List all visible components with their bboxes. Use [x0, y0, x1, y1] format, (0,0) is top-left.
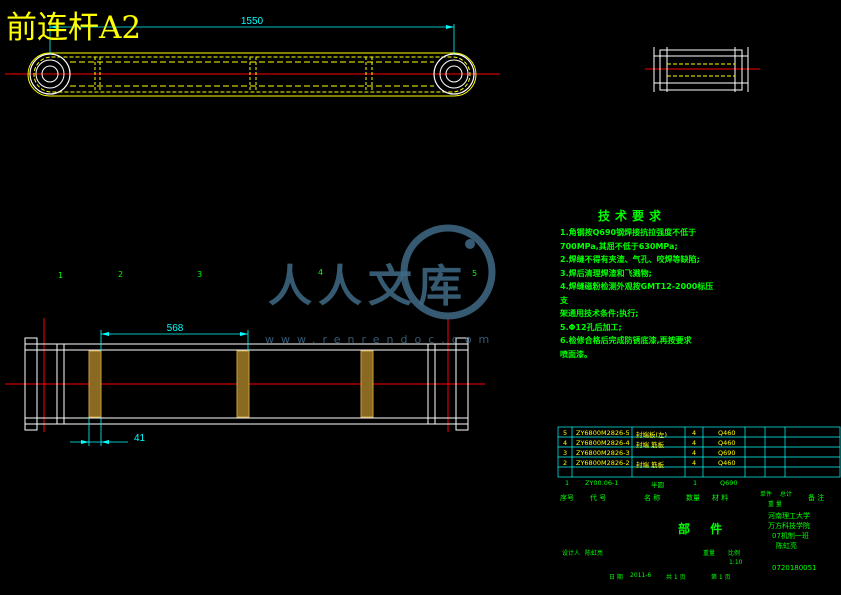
part-no: 2 [563, 459, 568, 467]
end-plate-left [24, 337, 38, 431]
part-no: 5 [563, 429, 568, 437]
right-boss-mid [439, 59, 469, 89]
header-no: 序号 [560, 494, 574, 502]
part-no: 3 [563, 449, 568, 457]
requirement-line: 4.焊缝磁粉检测外观按GMT12-2000标压支 [560, 282, 714, 305]
header-remark: 备 注 [808, 494, 825, 502]
dim-arrow [446, 25, 454, 29]
part-qty: 4 [692, 439, 697, 447]
part-material: Q690 [718, 449, 736, 457]
header-name: 名 称 [644, 494, 661, 502]
requirement-line: 6.检修合格后完成防锈底漆,再按要求 [560, 336, 692, 345]
link-outline [27, 52, 477, 97]
rib-section [236, 350, 250, 418]
header-total: 总计 [780, 491, 793, 498]
parts-table-grid [557, 426, 841, 478]
part-qty: 4 [692, 449, 697, 457]
part-name: 半圆 [651, 481, 664, 489]
part-name: 封端 筋板 [636, 441, 665, 449]
part-no: 1 [565, 479, 570, 487]
zone-marker: 3 [197, 270, 203, 279]
left-boss-mid [35, 59, 65, 89]
header-code: 代 号 [590, 494, 607, 502]
watermark-logo [400, 224, 496, 320]
left-boss-hole [41, 65, 59, 83]
link-outline-inner [33, 56, 471, 93]
scale-label: 比例 [728, 550, 741, 557]
part-qty: 4 [692, 429, 697, 437]
requirement-line: 2.焊缝不得有夹渣、气孔、咬焊等缺陷; [560, 255, 700, 264]
end-plate-right-inner [427, 343, 436, 425]
rib-section [360, 350, 374, 418]
sheet-count: 共 1 页 [666, 574, 686, 581]
zone-marker: 1 [58, 271, 64, 280]
part-name: 封端板(左) [636, 431, 668, 439]
watermark-url: www.renrendoc.com [265, 333, 497, 346]
designer-name: 陈虹亮 [585, 550, 604, 557]
date-label: 日 期 [609, 574, 623, 581]
header-weight: 重 量 [768, 501, 782, 508]
requirements-title: 技术要求 [598, 209, 667, 223]
end-plate-left-inner [56, 343, 65, 425]
dim-41-text: 41 [134, 433, 146, 444]
header-qty: 数量 [686, 494, 700, 502]
dim-arrow [81, 440, 89, 444]
drawing-title: 前连杆A2 [6, 10, 142, 46]
part-code: ZY6800M2826-5 [576, 429, 630, 437]
requirement-line: 700MPa,其屈不低于630MPa; [560, 241, 678, 251]
part-qty: 4 [692, 459, 697, 467]
weight-label: 重量 [703, 550, 716, 557]
part-label: 部 件 [678, 522, 731, 536]
dim-568-text: 568 [167, 323, 184, 334]
school-line: 河南理工大学 [768, 512, 810, 520]
dim-1550-text: 1550 [241, 16, 264, 27]
school-line: 陈虹亮 [776, 542, 797, 550]
part-material: Q460 [718, 429, 736, 437]
part-qty: 1 [693, 479, 698, 487]
drawing-number: 0720180051 [772, 564, 817, 572]
school-line: 07机制一班 [772, 532, 809, 540]
dim-arrow [240, 332, 248, 336]
watermark-dot [465, 239, 475, 249]
top-view: 1550 [5, 16, 500, 97]
zone-marker: 4 [318, 268, 324, 277]
school-line: 万方科技学院 [768, 522, 810, 530]
requirement-line: 3.焊后清理焊渣和飞溅物; [560, 268, 652, 278]
side-view [645, 47, 760, 92]
part-material: Q460 [718, 439, 736, 447]
zone-marker: 5 [472, 269, 478, 278]
side-outline [659, 49, 743, 91]
designer-label: 设计人 [562, 550, 581, 557]
watermark-circle [400, 224, 496, 320]
requirement-line: 架通用技术条件;执行; [560, 309, 639, 318]
requirement-line: 5.Φ12孔后加工; [560, 322, 622, 332]
watermark-text: 人人文库 [268, 261, 468, 312]
part-code: ZY6800M2826-4 [576, 439, 630, 447]
part-name: 封端 筋板 [636, 461, 665, 469]
zone-marker: 2 [118, 270, 124, 279]
requirement-line: 喷面漆。 [560, 349, 592, 359]
header-material: 材 料 [712, 494, 729, 502]
scale-value: 1:10 [729, 559, 743, 566]
sheet-number: 第 1 页 [711, 574, 731, 581]
part-no: 4 [563, 439, 568, 447]
part-code: ZY00.06-1 [585, 479, 619, 487]
part-code: ZY6800M2826-2 [576, 459, 630, 467]
requirement-line: 1.角钢按Q690钢焊接抗拉强度不低于 [560, 228, 697, 237]
requirements-list: 1.角钢按Q690钢焊接抗拉强度不低于 700MPa,其屈不低于630MPa; … [560, 226, 720, 361]
rib-section [88, 350, 102, 418]
end-plate-right [455, 337, 469, 431]
right-boss-hole [445, 65, 463, 83]
part-material: Q690 [720, 479, 738, 487]
header-unit: 单件 [760, 491, 773, 498]
dim-arrow [101, 332, 109, 336]
part-material: Q460 [718, 459, 736, 467]
dim-arrow [50, 25, 58, 29]
part-code: ZY6800M2826-3 [576, 449, 630, 457]
dim-arrow [101, 440, 109, 444]
plan-view: 568 41 [5, 318, 485, 446]
date-value: 2011-6 [630, 572, 652, 579]
